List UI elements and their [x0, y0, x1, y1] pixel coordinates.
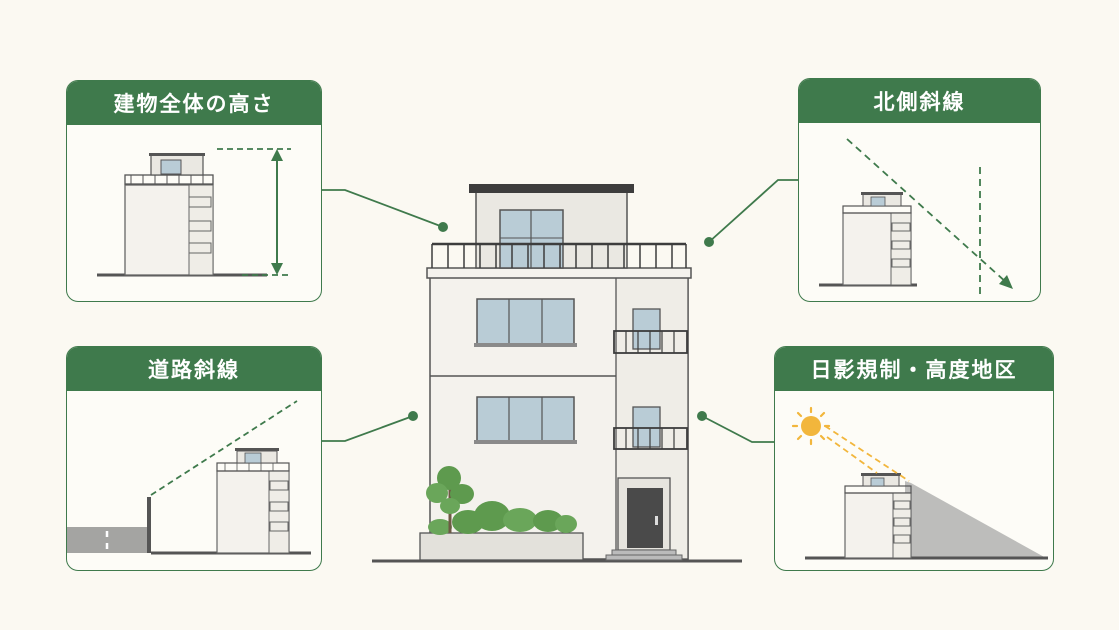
balcony-lower — [613, 406, 688, 450]
north-slant-illustration — [819, 138, 1013, 295]
arrow-icon — [999, 275, 1013, 289]
card-road-slant: 道路斜線 — [66, 346, 322, 571]
road-slant-illustration — [67, 400, 311, 555]
road — [67, 527, 149, 553]
card-north-slant: 北側斜線 — [798, 78, 1041, 302]
roof-cap — [469, 184, 634, 193]
card-title-north-slant: 北側斜線 — [799, 79, 1040, 123]
card-title-road-slant: 道路斜線 — [67, 347, 321, 391]
entrance-door — [605, 477, 683, 561]
planter — [419, 466, 584, 561]
shadow-area — [905, 481, 1046, 558]
building-height-illustration — [97, 148, 291, 277]
card-building-height: 建物全体の高さ — [66, 80, 322, 302]
card-title-building-height: 建物全体の高さ — [67, 81, 321, 125]
card-shadow-height-district: 日影規制・高度地区 — [774, 346, 1054, 571]
floor-window-lower — [474, 396, 577, 444]
roof-railing — [431, 242, 687, 268]
card-title-shadow-height-district: 日影規制・高度地区 — [775, 347, 1053, 391]
sun-icon — [791, 406, 831, 446]
arrow-icon — [271, 149, 283, 161]
shadow-illustration — [791, 406, 1048, 560]
balcony-upper — [613, 308, 688, 354]
arrow-icon — [271, 263, 283, 275]
floor-window-upper — [474, 298, 577, 347]
